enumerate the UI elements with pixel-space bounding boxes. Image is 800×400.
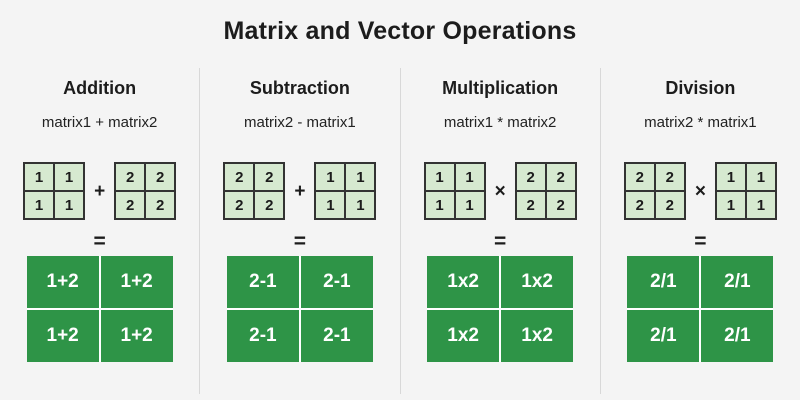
result-cell: 1+2 [26, 310, 99, 362]
matrix-cell: 1 [315, 163, 346, 191]
operand-row: 2 2 2 2 × 1 1 1 1 [623, 160, 777, 222]
result-cell: 2-1 [300, 256, 373, 308]
matrix-cell: 2 [254, 191, 285, 219]
result-cell: 1x2 [501, 256, 574, 308]
result-cell: 2-1 [300, 310, 373, 362]
operand-matrix-1: 2 2 2 2 [223, 162, 286, 220]
column-expression: matrix2 * matrix1 [644, 114, 757, 131]
operand-matrix-2: 1 1 1 1 [714, 162, 777, 220]
matrix-cell: 2 [115, 191, 146, 219]
result-matrix: 2/1 2/1 2/1 2/1 [627, 256, 774, 362]
matrix-cell: 2 [145, 163, 176, 191]
matrix-cell: 1 [54, 163, 85, 191]
column-divider [599, 68, 601, 394]
column-heading: Addition [63, 78, 137, 98]
column-divider [399, 68, 401, 394]
matrix-cell: 1 [424, 191, 455, 219]
result-cell: 2/1 [701, 256, 774, 308]
matrix-cell: 1 [715, 163, 746, 191]
matrix-cell: 2 [145, 191, 176, 219]
matrix-cell: 2 [224, 163, 255, 191]
result-cell: 1+2 [100, 310, 173, 362]
result-cell: 2-1 [226, 256, 299, 308]
operand-row: 1 1 1 1 + 2 2 2 2 [23, 160, 177, 222]
result-cell: 1x2 [501, 310, 574, 362]
result-cell: 1x2 [427, 256, 500, 308]
matrix-cell: 2 [654, 163, 685, 191]
matrix-cell: 2 [545, 163, 576, 191]
result-matrix: 1+2 1+2 1+2 1+2 [26, 256, 173, 362]
result-cell: 2-1 [226, 310, 299, 362]
result-cell: 2/1 [627, 310, 700, 362]
page-title: Matrix and Vector Operations [223, 17, 577, 45]
matrix-cell: 1 [424, 163, 455, 191]
matrix-cell: 2 [624, 191, 655, 219]
column-heading: Multiplication [442, 78, 559, 98]
matrix-cell: 1 [345, 191, 376, 219]
matrix-cell: 1 [715, 191, 746, 219]
equals-sign: = [493, 230, 507, 253]
column-expression: matrix2 - matrix1 [244, 114, 356, 131]
matrix-cell: 2 [515, 163, 546, 191]
operand-matrix-2: 1 1 1 1 [314, 162, 377, 220]
operator-symbol: × [494, 180, 506, 202]
matrix-cell: 1 [745, 163, 776, 191]
column-expression: matrix1 + matrix2 [41, 114, 158, 131]
matrix-cell: 1 [454, 163, 485, 191]
matrix-cell: 1 [345, 163, 376, 191]
matrix-cell: 1 [54, 191, 85, 219]
column-division: Division matrix2 * matrix1 2 2 2 2 × 1 1… [601, 66, 800, 400]
matrix-cell: 2 [624, 163, 655, 191]
operator-symbol: × [694, 180, 706, 202]
operand-matrix-2: 2 2 2 2 [114, 162, 177, 220]
column-heading: Division [665, 78, 736, 98]
matrix-cell: 2 [254, 163, 285, 191]
operand-matrix-1: 2 2 2 2 [623, 162, 686, 220]
operator-symbol: + [294, 180, 306, 202]
result-matrix: 1x2 1x2 1x2 1x2 [427, 256, 574, 362]
matrix-cell: 1 [454, 191, 485, 219]
column-divider [199, 68, 201, 394]
column-heading: Subtraction [249, 78, 350, 98]
result-matrix: 2-1 2-1 2-1 2-1 [226, 256, 373, 362]
result-cell: 1+2 [26, 256, 99, 308]
operations-row: Addition matrix1 + matrix2 1 1 1 1 + 2 2… [0, 66, 800, 400]
matrix-cell: 2 [654, 191, 685, 219]
column-subtraction: Subtraction matrix2 - matrix1 2 2 2 2 + … [200, 66, 399, 400]
matrix-cell: 1 [24, 163, 55, 191]
matrix-cell: 2 [115, 163, 146, 191]
result-cell: 2/1 [701, 310, 774, 362]
operand-matrix-1: 1 1 1 1 [23, 162, 86, 220]
result-cell: 1x2 [427, 310, 500, 362]
matrix-cell: 2 [545, 191, 576, 219]
equals-sign: = [694, 230, 707, 253]
result-cell: 1+2 [100, 256, 173, 308]
matrix-cell: 2 [224, 191, 255, 219]
equals-sign: = [93, 230, 106, 253]
matrix-cell: 1 [315, 191, 346, 219]
operand-row: 1 1 1 1 × 2 2 2 2 [423, 160, 577, 222]
operand-row: 2 2 2 2 + 1 1 1 1 [223, 160, 377, 222]
column-multiplication: Multiplication matrix1 * matrix2 1 1 1 1… [401, 66, 600, 400]
result-cell: 2/1 [627, 256, 700, 308]
matrix-cell: 2 [515, 191, 546, 219]
equals-sign: = [293, 230, 306, 253]
operand-matrix-2: 2 2 2 2 [514, 162, 577, 220]
column-expression: matrix1 * matrix2 [443, 114, 557, 131]
matrix-cell: 1 [745, 191, 776, 219]
matrix-cell: 1 [24, 191, 55, 219]
operand-matrix-1: 1 1 1 1 [423, 162, 486, 220]
operator-symbol: + [94, 180, 106, 202]
column-addition: Addition matrix1 + matrix2 1 1 1 1 + 2 2… [0, 66, 199, 400]
